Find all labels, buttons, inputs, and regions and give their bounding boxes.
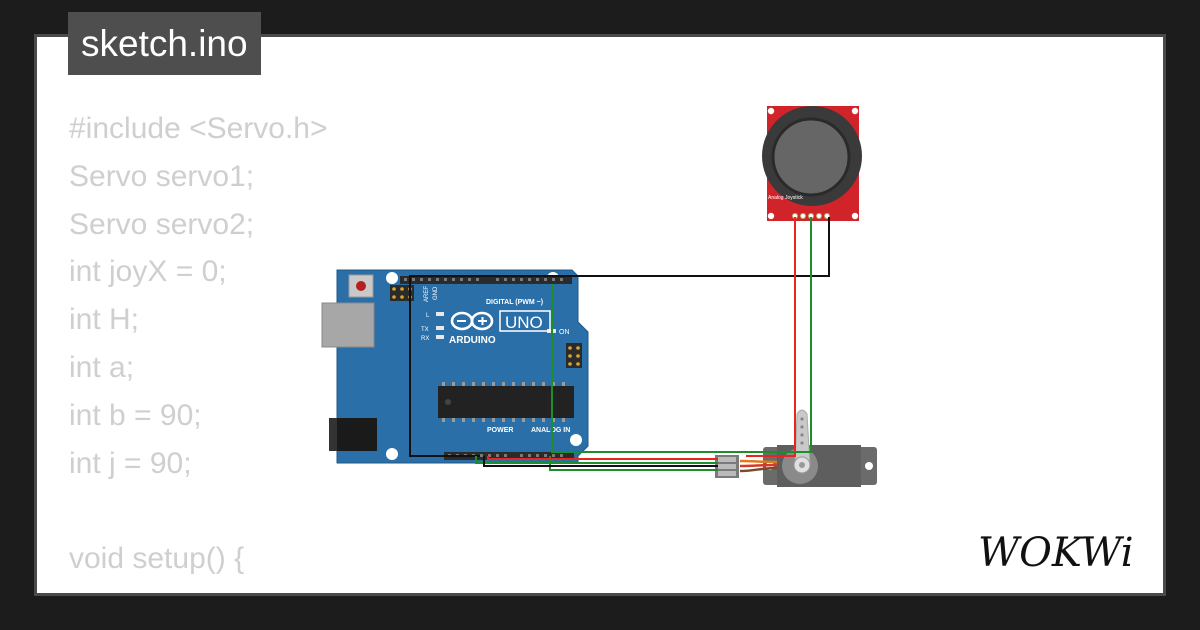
- wire-green-signal-1[interactable]: [551, 217, 812, 453]
- joystick-label: Analog Joystick: [768, 195, 803, 201]
- mounting-hole: [386, 448, 398, 460]
- digital-header-label: DIGITAL (PWM ~): [486, 299, 543, 306]
- file-tab-label: sketch.ino: [81, 23, 248, 64]
- wires: [409, 217, 830, 471]
- code-line: int H;: [69, 303, 140, 337]
- code-line: int j = 90;: [69, 446, 192, 480]
- file-tab[interactable]: sketch.ino: [68, 12, 261, 75]
- led-tx: [436, 326, 444, 330]
- led-l: [436, 312, 444, 316]
- wire-black-servo-gnd[interactable]: [483, 456, 718, 467]
- mounting-hole: [386, 272, 398, 284]
- logo-text: WOKWi: [978, 530, 1134, 576]
- code-line: int a;: [69, 350, 135, 384]
- code-line: Servo servo1;: [69, 159, 255, 193]
- wire-green-signal-3[interactable]: [549, 456, 718, 471]
- analog-header-label: ANALOG IN: [531, 427, 570, 434]
- wire-green-signal-2[interactable]: [475, 456, 718, 464]
- model-label: UNO: [505, 313, 543, 332]
- joystick-knob[interactable]: [771, 117, 851, 197]
- on-label: ON: [559, 329, 570, 336]
- mounting-hole: [570, 434, 582, 446]
- l-label: L: [426, 313, 430, 319]
- preview-card: #include <Servo.h> Servo servo1; Servo s…: [34, 34, 1166, 596]
- model-box: [499, 310, 551, 332]
- digital-header: [400, 276, 572, 284]
- led-rx: [436, 335, 444, 339]
- gnd-label: GND: [433, 286, 439, 300]
- code-line: int joyX = 0;: [69, 255, 227, 289]
- code-line: void setup() {: [69, 542, 245, 576]
- usb-connector: [321, 302, 375, 348]
- aref-label: AREF: [424, 286, 430, 302]
- code-line: Servo servo2;: [69, 207, 255, 241]
- wire-red-vcc[interactable]: [746, 217, 796, 457]
- wokwi-logo: WOKWi: [978, 530, 1134, 576]
- tx-label: TX: [421, 327, 429, 333]
- power-analog-header: [444, 452, 574, 460]
- power-header-label: POWER: [487, 427, 513, 434]
- brand-label: ARDUINO: [449, 335, 496, 346]
- digital-pins: [404, 278, 563, 281]
- arduino-logo-icon: [450, 311, 494, 331]
- icsp-header-2: [566, 343, 582, 368]
- code-line: #include <Servo.h>: [69, 112, 328, 145]
- code-editor[interactable]: #include <Servo.h> Servo servo1; Servo s…: [69, 105, 328, 583]
- atmega-chip: [438, 386, 574, 418]
- arduino-uno-board[interactable]: AREF GND DIGITAL (PWM ~) L TX RX ON UNO …: [321, 269, 589, 464]
- wire-red-5v[interactable]: [487, 456, 718, 460]
- wire-black-gnd[interactable]: [409, 217, 830, 457]
- code-line: int b = 90;: [69, 398, 202, 432]
- analog-joystick[interactable]: Analog Joystick: [762, 106, 862, 221]
- rx-label: RX: [421, 336, 429, 342]
